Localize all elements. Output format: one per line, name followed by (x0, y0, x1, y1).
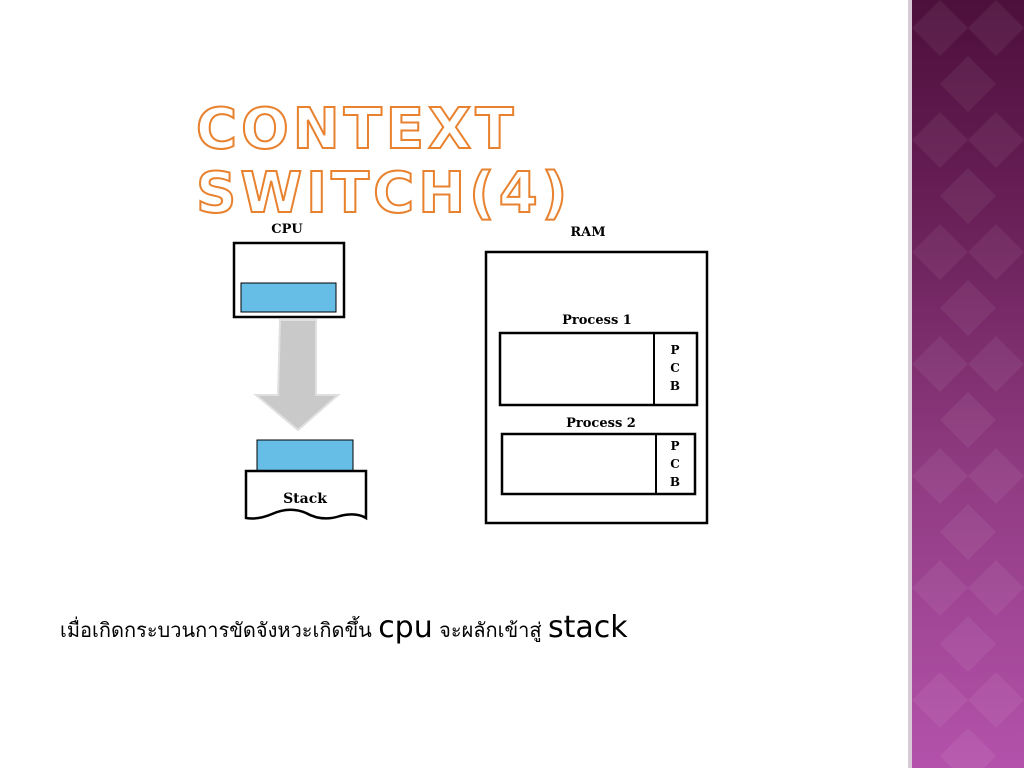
process1-label: Process 1 (562, 313, 632, 328)
side-band-edge (908, 0, 912, 768)
stack-box (244, 469, 368, 521)
process2-label: Process 2 (566, 416, 636, 431)
slide-title: Context switch(4) (195, 97, 572, 227)
process1-box (498, 331, 699, 407)
caption-cpu: cpu (378, 610, 433, 645)
process1-pcb-b: B (670, 379, 680, 393)
stack-label: Stack (283, 491, 327, 507)
process1-pcb-p: P (670, 343, 679, 357)
cpu-label: CPU (271, 222, 303, 237)
process2-pcb-b: B (670, 475, 680, 489)
down-arrow-icon (253, 319, 341, 432)
process2-box (500, 432, 697, 496)
caption-part3: จะผลักเข้าสู่ (432, 618, 548, 642)
diamond-pattern (912, 0, 1024, 768)
caption-part1: เมื่อเกิดกระบวนการขัดจังหวะเกิดขึ้น (60, 618, 379, 642)
cpu-register (240, 282, 337, 313)
context-switch-diagram: CPU Stack RAM Process 1 P C B Process 2 … (232, 222, 709, 525)
process2-pcb-c: C (670, 457, 680, 471)
process2-pcb-p: P (670, 439, 679, 453)
caption-stack: stack (547, 610, 628, 645)
stack-register (256, 439, 354, 472)
process1-pcb-c: C (670, 361, 680, 375)
decorative-side-band (912, 0, 1024, 768)
caption-text: เมื่อเกิดกระบวนการขัดจังหวะเกิดขึ้น cpu … (60, 608, 860, 650)
ram-label: RAM (570, 225, 605, 240)
